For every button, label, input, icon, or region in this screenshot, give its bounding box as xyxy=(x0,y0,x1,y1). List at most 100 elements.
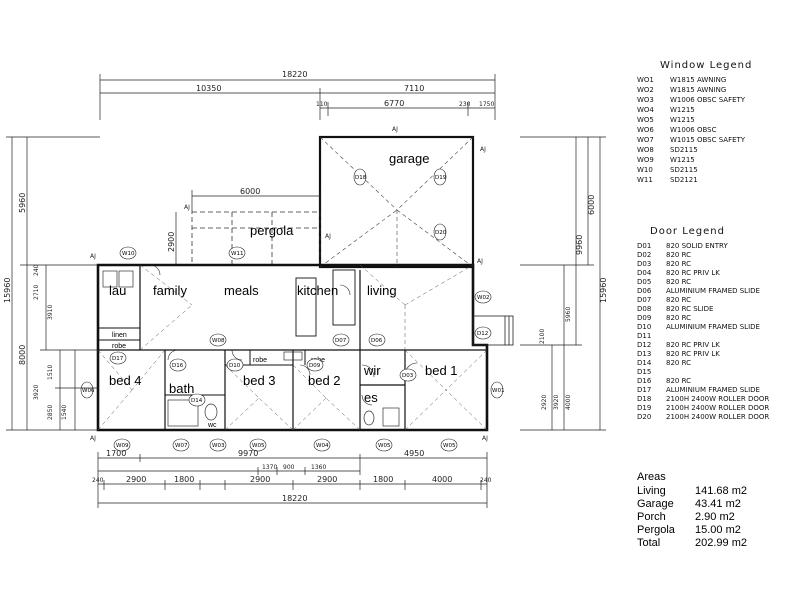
dim-chain-2900b: 2900 xyxy=(250,475,270,484)
room-wc: wc xyxy=(207,422,217,429)
svg-text:W1006 OBSC: W1006 OBSC xyxy=(670,126,717,134)
dim-left-2850: 2850 xyxy=(47,405,54,420)
svg-text:WO4: WO4 xyxy=(637,106,654,114)
svg-text:D14: D14 xyxy=(637,359,652,367)
svg-text:D18: D18 xyxy=(355,175,367,181)
dim-bottom-4950: 4950 xyxy=(404,449,424,458)
svg-text:820 RC: 820 RC xyxy=(666,260,691,268)
dim-right-9960: 9960 xyxy=(575,235,584,255)
dim-pergola-depth: 2900 xyxy=(167,232,176,252)
room-family: family xyxy=(153,283,187,298)
svg-text:W04: W04 xyxy=(316,443,329,449)
dim-bottom-9970: 9970 xyxy=(238,449,258,458)
dim-bottom-1360: 1360 xyxy=(311,464,326,471)
dim-left-2710: 2710 xyxy=(33,285,40,300)
svg-text:WO8: WO8 xyxy=(637,146,654,154)
dim-left-overall: 15960 xyxy=(3,278,12,303)
svg-text:D10: D10 xyxy=(229,363,241,369)
svg-text:D18: D18 xyxy=(637,395,651,403)
dim-top-left: 10350 xyxy=(196,84,221,93)
svg-text:WO1: WO1 xyxy=(637,76,654,84)
dim-left-1510: 1510 xyxy=(47,365,54,380)
svg-text:AJ: AJ xyxy=(477,258,483,265)
svg-text:D09: D09 xyxy=(637,314,651,322)
room-bed3: bed 3 xyxy=(243,373,276,388)
svg-text:820 RC: 820 RC xyxy=(666,296,691,304)
svg-text:820 RC: 820 RC xyxy=(666,278,691,286)
room-kitchen: kitchen xyxy=(297,283,338,298)
svg-text:D09: D09 xyxy=(309,363,321,369)
svg-text:W08: W08 xyxy=(212,338,225,344)
svg-text:ALUMINIUM FRAMED SLIDE: ALUMINIUM FRAMED SLIDE xyxy=(666,287,760,295)
room-living: living xyxy=(367,283,397,298)
dim-right-5960: 5960 xyxy=(565,307,572,322)
pergola-dims xyxy=(175,190,321,265)
svg-text:820 RC: 820 RC xyxy=(666,314,691,322)
svg-text:SD2121: SD2121 xyxy=(670,176,698,184)
dim-bottom-overall: 18220 xyxy=(282,494,307,503)
svg-text:820 SOLID ENTRY: 820 SOLID ENTRY xyxy=(666,242,728,250)
svg-text:AJ: AJ xyxy=(184,204,190,211)
svg-text:WO2: WO2 xyxy=(637,86,654,94)
svg-text:820 RC PRIV LK: 820 RC PRIV LK xyxy=(666,269,720,277)
dim-top-garage: 6770 xyxy=(384,99,404,108)
svg-text:D10: D10 xyxy=(637,323,651,331)
svg-text:W05: W05 xyxy=(443,443,456,449)
svg-text:SD2115: SD2115 xyxy=(670,166,698,174)
svg-text:WO3: WO3 xyxy=(637,96,654,104)
svg-text:AJ: AJ xyxy=(482,435,488,442)
svg-text:W10: W10 xyxy=(122,251,135,257)
dim-right-upper: 6000 xyxy=(587,195,596,215)
svg-text:D05: D05 xyxy=(637,278,651,286)
dim-left-lower: 8000 xyxy=(18,345,27,365)
svg-text:2100H 2400W ROLLER DOOR: 2100H 2400W ROLLER DOOR xyxy=(666,395,769,403)
room-pergola: pergola xyxy=(250,223,294,238)
room-wir: wir xyxy=(363,363,381,378)
svg-text:D15: D15 xyxy=(637,368,651,376)
dim-left-3920: 3920 xyxy=(33,385,40,400)
dim-chain-2900a: 2900 xyxy=(126,475,146,484)
svg-text:D02: D02 xyxy=(637,251,651,259)
svg-text:W1006 OBSC SAFETY: W1006 OBSC SAFETY xyxy=(670,96,746,104)
svg-text:D17: D17 xyxy=(637,386,651,394)
svg-text:820 RC: 820 RC xyxy=(666,251,691,259)
svg-text:WO6: WO6 xyxy=(637,126,654,134)
svg-text:W1815 AWNING: W1815 AWNING xyxy=(670,86,726,94)
pergola-block xyxy=(191,211,321,266)
dim-left-3910: 3910 xyxy=(47,305,54,320)
room-bed1: bed 1 xyxy=(425,363,458,378)
room-lau: lau xyxy=(109,283,126,298)
dim-left-upper: 5960 xyxy=(18,193,27,213)
dim-right-overall: 15960 xyxy=(599,278,608,303)
room-robe-b: robe xyxy=(253,357,267,364)
svg-text:43.41 m2: 43.41 m2 xyxy=(695,498,741,510)
svg-text:W10: W10 xyxy=(637,166,653,174)
svg-text:D07: D07 xyxy=(637,296,651,304)
svg-text:D01: D01 xyxy=(637,242,651,250)
svg-text:D06: D06 xyxy=(371,338,383,344)
bottom-dimensions xyxy=(97,452,488,508)
svg-text:D12: D12 xyxy=(477,331,488,337)
door-legend-list: D01 820 SOLID ENTRY D02 820 RC D03 820 RC D… xyxy=(637,242,769,421)
dim-bottom-1700: 1700 xyxy=(106,449,126,458)
svg-text:820 RC PRIV LK: 820 RC PRIV LK xyxy=(666,341,720,349)
dim-left-1540: 1540 xyxy=(61,405,68,420)
svg-text:W09: W09 xyxy=(116,443,129,449)
svg-text:D03: D03 xyxy=(637,260,651,268)
svg-text:WO5: WO5 xyxy=(637,116,654,124)
svg-text:2100H 2400W ROLLER DOOR: 2100H 2400W ROLLER DOOR xyxy=(666,413,769,421)
svg-text:Garage: Garage xyxy=(637,498,674,510)
svg-text:D20: D20 xyxy=(637,413,651,421)
svg-text:SD2115: SD2115 xyxy=(670,146,698,154)
top-dimensions xyxy=(99,74,496,120)
svg-text:W1215: W1215 xyxy=(670,116,695,124)
areas-title: Areas xyxy=(637,471,666,483)
svg-text:AJ: AJ xyxy=(90,435,96,442)
svg-text:W11: W11 xyxy=(231,251,243,257)
svg-text:D17: D17 xyxy=(112,356,124,362)
svg-text:D16: D16 xyxy=(172,363,184,369)
svg-text:W01: W01 xyxy=(492,388,504,394)
svg-text:W1215: W1215 xyxy=(670,106,695,114)
